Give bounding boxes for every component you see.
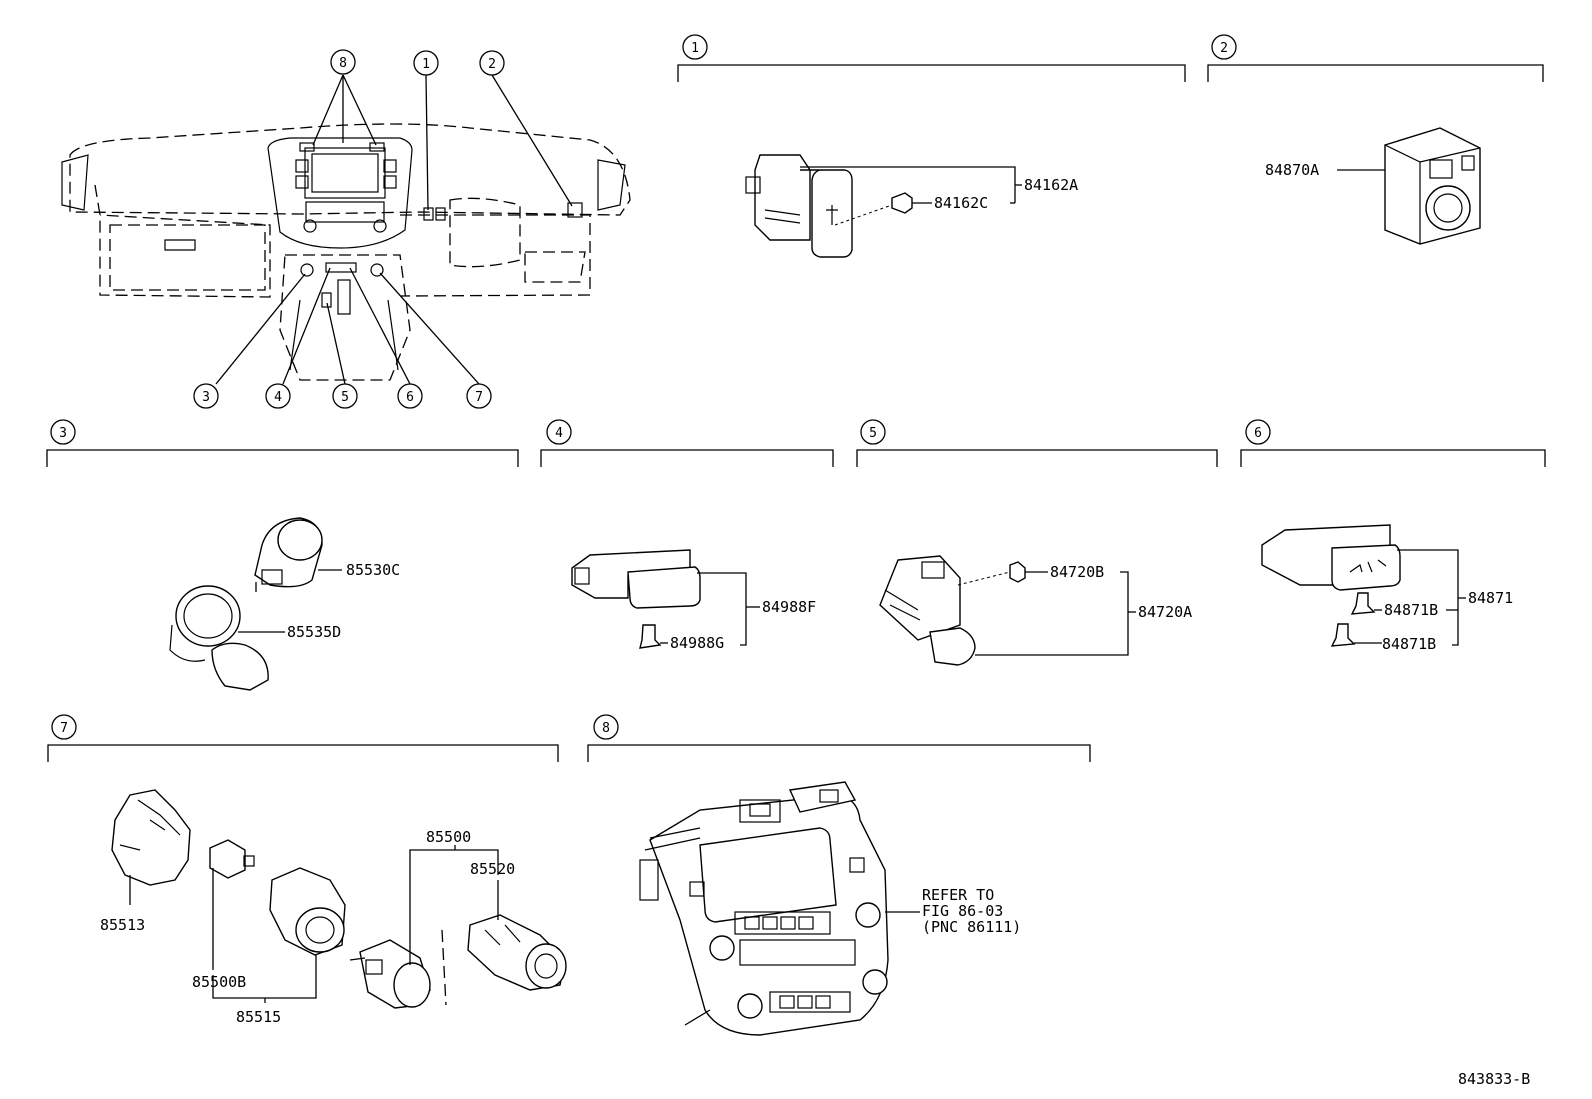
label-84871: 84871 [1468, 589, 1513, 607]
label-85500: 85500 [426, 828, 471, 846]
svg-text:5: 5 [869, 426, 877, 441]
svg-text:3: 3 [202, 390, 210, 405]
svg-text:4: 4 [555, 426, 563, 441]
svg-text:4: 4 [274, 390, 282, 405]
section-6: 6 84871 84871B 84871B [1240, 419, 1546, 653]
overview-callout-6: 6 [397, 383, 423, 409]
label-85530C: 85530C [346, 561, 400, 579]
section-7: 7 85513 85500B 85515 85500 85520 [47, 714, 567, 1026]
svg-text:6: 6 [1254, 426, 1262, 441]
svg-text:8: 8 [602, 721, 610, 736]
refer-note-line3: (PNC 86111) [922, 918, 1021, 936]
refer-note-line2: FIG 86-03 [922, 902, 1003, 920]
section-1: 1 84162C 84162A [677, 34, 1186, 258]
svg-text:2: 2 [488, 57, 496, 72]
overview-callout-7: 7 [466, 383, 492, 409]
diagram-id: 843833-B [1458, 1070, 1530, 1088]
svg-text:5: 5 [341, 390, 349, 405]
svg-text:8: 8 [339, 56, 347, 71]
section-2-number: 2 [1220, 41, 1228, 56]
overview-callout-5: 5 [332, 383, 358, 409]
overview-callout-2: 2 [479, 50, 505, 76]
label-85500B: 85500B [192, 973, 246, 991]
overview-callout-4: 4 [265, 383, 291, 409]
section-1-number: 1 [691, 41, 699, 56]
dashboard-overview [61, 74, 631, 385]
label-84720B: 84720B [1050, 563, 1104, 581]
section-5: 5 84720B 84720A [856, 419, 1218, 666]
label-84162A: 84162A [1024, 176, 1078, 194]
section-1-callout [682, 34, 708, 60]
label-84871B-lower: 84871B [1382, 635, 1436, 653]
label-85513: 85513 [100, 916, 145, 934]
label-85535D: 85535D [287, 623, 341, 641]
svg-text:3: 3 [59, 426, 67, 441]
label-85520: 85520 [470, 860, 515, 878]
label-84870A: 84870A [1265, 161, 1319, 179]
overview-callout-1: 1 [413, 50, 439, 76]
refer-note-line1: REFER TO [922, 886, 994, 904]
svg-text:7: 7 [475, 390, 483, 405]
label-84162C: 84162C [934, 194, 988, 212]
label-84720A: 84720A [1138, 603, 1192, 621]
section-8: 8 REFER TO FIG 86-03 (PNC 86111) [587, 714, 1091, 1036]
label-84988G: 84988G [670, 634, 724, 652]
label-85515: 85515 [236, 1008, 281, 1026]
svg-text:7: 7 [60, 721, 68, 736]
svg-text:6: 6 [406, 390, 414, 405]
overview-callout-3: 3 [193, 383, 219, 409]
section-4: 4 84988F 84988G [540, 419, 834, 652]
overview-callout-8: 8 [330, 49, 356, 75]
section-2: 2 84870A [1207, 34, 1544, 245]
label-84871B-upper: 84871B [1384, 601, 1438, 619]
section-3: 3 85530C 85535D [46, 419, 519, 691]
label-84988F: 84988F [762, 598, 816, 616]
svg-text:1: 1 [422, 57, 430, 72]
section-2-callout [1211, 34, 1237, 60]
